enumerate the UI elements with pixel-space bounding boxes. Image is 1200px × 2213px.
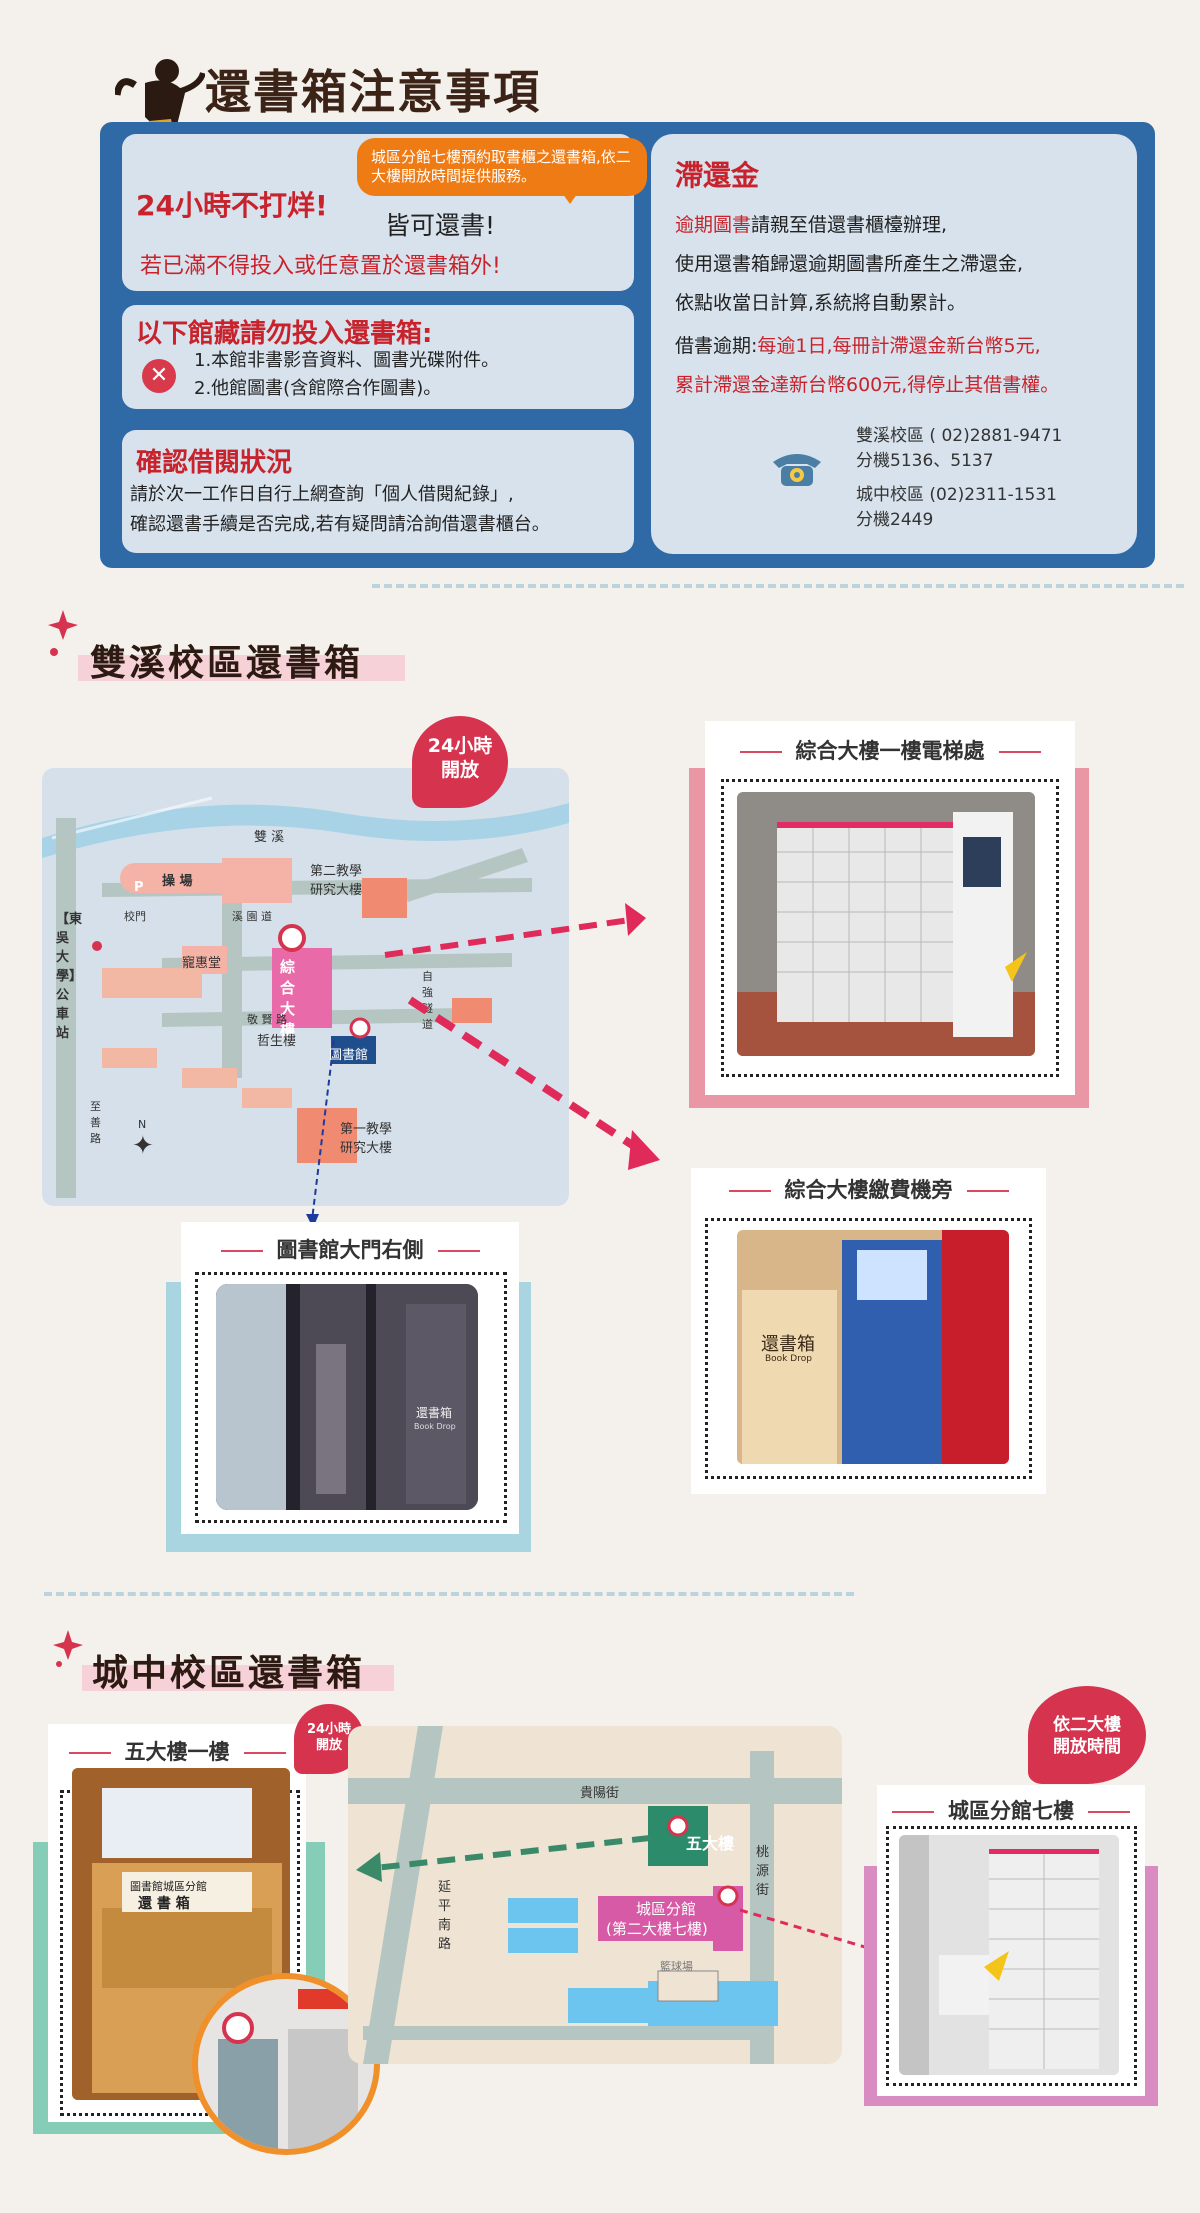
- page-title: 還書箱注意事項: [205, 65, 541, 119]
- sparkle-icon: [48, 610, 78, 660]
- contact-info: 雙溪校區 ( 02)2881-9471 分機5136、5137 城中校區 (02…: [856, 426, 1063, 530]
- badge-open-hours: 依二大樓開放時間: [1028, 1686, 1146, 1784]
- photo-card-library: 圖書館大門右側 還書箱 Book Drop: [181, 1222, 519, 1534]
- card-fees: 滯還金 逾期圖書請親至借還書櫃檯辦理, 使用還書箱歸還逾期圖書所產生之滯還金, …: [651, 134, 1137, 554]
- can-return-text: 皆可還書!: [385, 211, 496, 240]
- branch-locker-photo: [899, 1835, 1119, 2075]
- photo-card-elevator: 綜合大樓一樓電梯處: [705, 721, 1075, 1095]
- check-heading: 確認借閱狀況: [136, 448, 293, 478]
- section-highlight: [82, 1665, 394, 1691]
- section-highlight: [78, 655, 405, 681]
- divider: [44, 1592, 854, 1596]
- fees-text: 逾期圖書請親至借還書櫃檯辦理, 使用還書箱歸還逾期圖書所產生之滯還金, 依點收當…: [675, 214, 1060, 396]
- campus-map-shuangxi: 雙 溪 操 場 P 校門 溪 園 道 第二教學研究大樓 綜合大樓 寵惠堂 哲生樓…: [42, 768, 569, 1206]
- elevator-locker-photo: [737, 792, 1035, 1056]
- branch-bubble: 城區分館七樓預約取書櫃之還書箱,依二大樓開放時間提供服務。: [357, 138, 647, 196]
- restrictions-heading: 以下館藏請勿投入還書箱:: [136, 319, 433, 349]
- fees-heading: 滯還金: [675, 159, 760, 192]
- compass-icon: N✦: [132, 1118, 154, 1161]
- library-door-photo: 還書箱 Book Drop: [216, 1284, 478, 1510]
- badge-24h: 24小時開放: [412, 716, 508, 808]
- payment-machine-photo: 還書箱 Book Drop: [737, 1230, 1009, 1464]
- sparkle-icon: [53, 1630, 83, 1670]
- location-pin-icon: [222, 2012, 254, 2044]
- card-restrictions: 以下館藏請勿投入還書箱: ✕ 1.本館非書影音資料、圖書光碟附件。 2.他館圖書…: [122, 305, 634, 409]
- full-warning: 若已滿不得投入或任意置於還書箱外!: [140, 254, 501, 279]
- restriction-item: 1.本館非書影音資料、圖書光碟附件。: [194, 350, 500, 371]
- no-entry-icon: ✕: [142, 359, 176, 393]
- card-24h-heading: 24小時不打烊!: [136, 189, 328, 222]
- section-title-shuangxi: 雙溪校區還書箱: [90, 642, 364, 684]
- card-check-status: 確認借閱狀況 請於次一工作日自行上網查詢「個人借閱紀錄」, 確認還書手續是否完成…: [122, 430, 634, 553]
- photo-card-branch-7f: 城區分館七樓: [877, 1785, 1145, 2096]
- divider: [372, 584, 1184, 588]
- phone-icon: [769, 448, 825, 488]
- check-text: 請於次一工作日自行上網查詢「個人借閱紀錄」, 確認還書手續是否完成,若有疑問請洽…: [130, 484, 550, 535]
- photo-card-payment: 綜合大樓繳費機旁 還書箱 Book Drop: [691, 1168, 1046, 1494]
- restriction-item: 2.他館圖書(含館際合作圖書)。: [194, 378, 442, 399]
- campus-map-chengzhong: 貴陽街 延平南路 桃源街 五大樓 城區分館 (第二大樓七樓) 籃球場: [348, 1726, 842, 2064]
- bubble-tail-icon: [560, 190, 580, 204]
- restrictions-list: 1.本館非書影音資料、圖書光碟附件。 2.他館圖書(含館際合作圖書)。: [194, 347, 499, 403]
- section-title-chengzhong: 城中校區還書箱: [92, 1652, 366, 1694]
